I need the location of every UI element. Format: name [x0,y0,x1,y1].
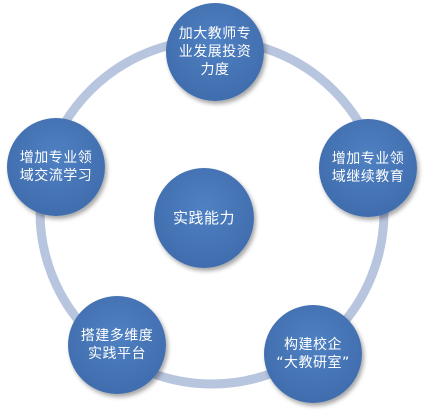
node-label: 增加专业领 域继续教育 [332,150,405,186]
node-label-line: 域交流学习 [19,168,93,184]
node-label-line: 加大教师专 [178,26,252,42]
node-continuing-education: 增加专业领 域继续教育 [319,119,417,217]
node-label: 增加专业领 域交流学习 [20,149,93,185]
node-label-line: 搭建多维度 [80,328,154,344]
node-label-line: 增加专业领 [19,150,93,166]
center-label: 实践能力 [172,209,235,227]
node-label-line: 业发展投资 [178,44,252,60]
node-label-line: 域继续教育 [331,169,405,185]
node-center-practice-ability: 实践能力 [154,168,254,268]
node-label-line: 实践平台 [88,346,146,362]
node-label: 搭建多维度 实践平台 [81,327,154,363]
node-practice-platform: 搭建多维度 实践平台 [68,296,166,394]
node-label-line: 力度 [200,62,230,78]
node-teacher-investment: 加大教师专 业发展投资 力度 [166,3,264,101]
node-label: 构建校企 “大教研室” [276,336,350,372]
node-label: 加大教师专 业发展投资 力度 [179,25,252,79]
node-label-line: 增加专业领 [331,151,405,167]
node-school-enterprise: 构建校企 “大教研室” [264,305,362,403]
node-label-line: “大教研室” [276,355,350,371]
node-exchange-learning: 增加专业领 域交流学习 [7,118,105,216]
node-label-line: 构建校企 [283,337,342,353]
